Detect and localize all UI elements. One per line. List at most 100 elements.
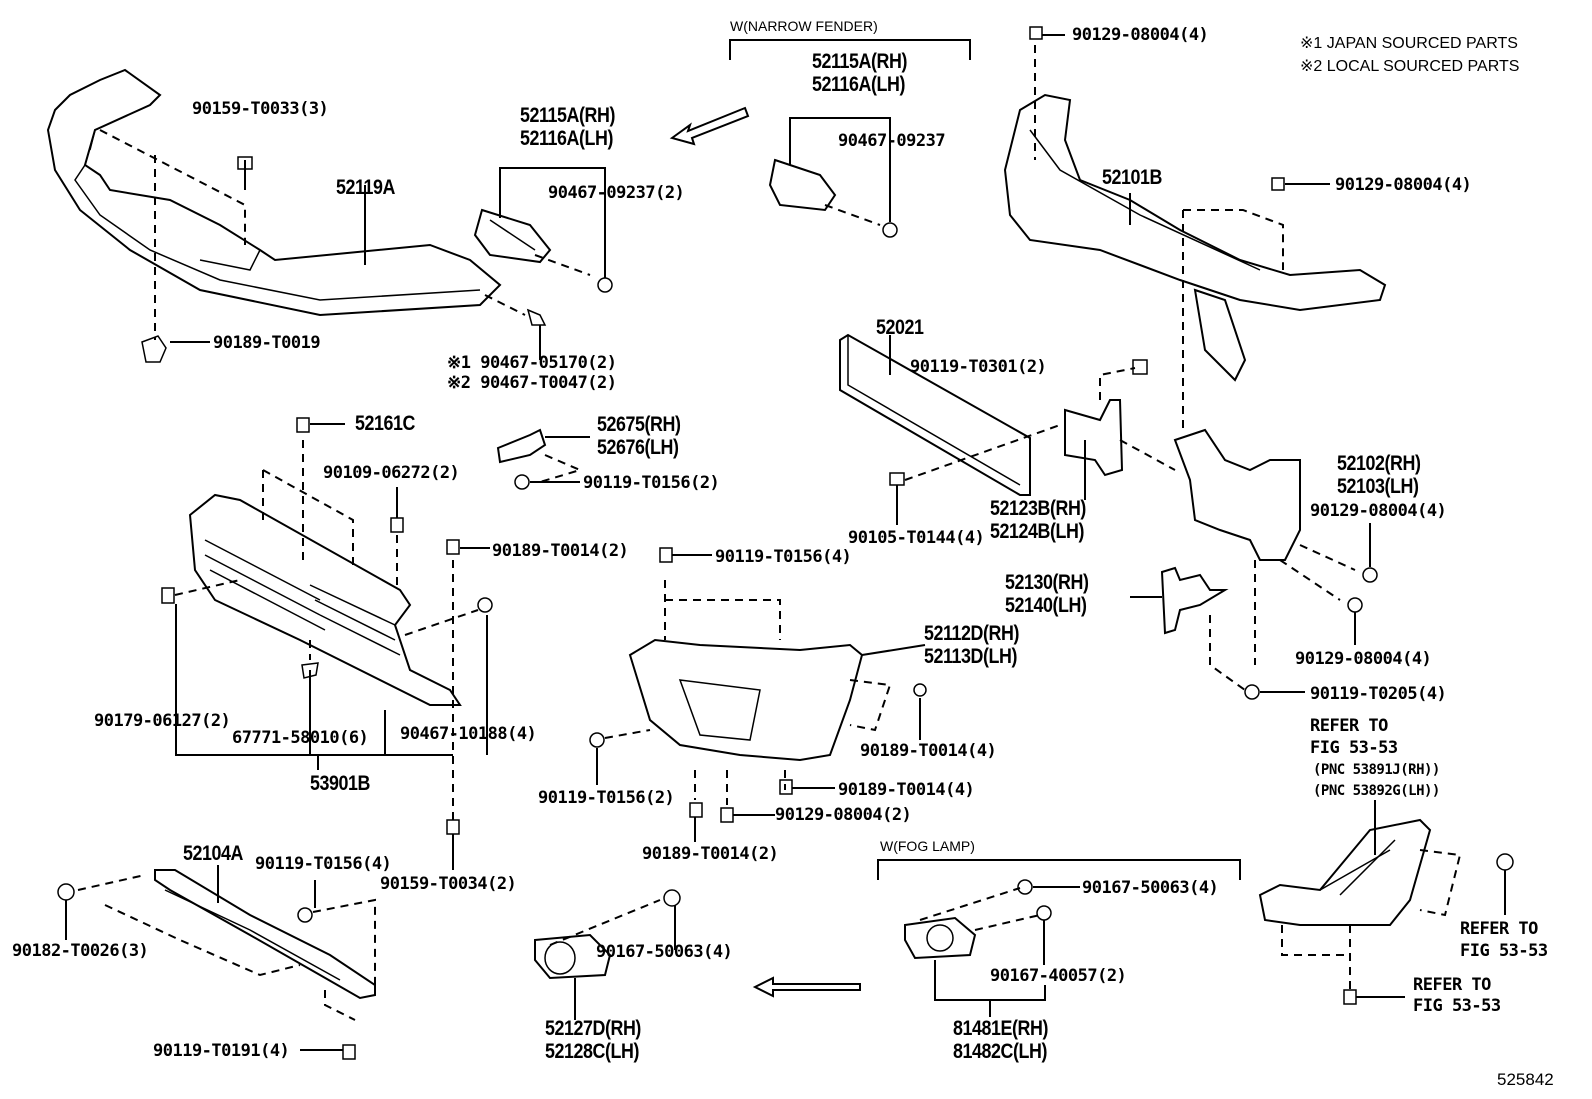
part-label-52123B-rh[interactable]: 52123B(RH) bbox=[990, 497, 1086, 520]
part-label-90109-06272[interactable]: 90109-06272(2) bbox=[323, 463, 460, 483]
screw-icon bbox=[1017, 879, 1033, 895]
part-label-52119A[interactable]: 52119A bbox=[336, 176, 395, 199]
pnc-lh: (PNC 53892G(LH)) bbox=[1313, 783, 1440, 799]
bracket-52675[interactable] bbox=[496, 428, 547, 464]
part-label-90119-T0156-2b[interactable]: 90119-T0156(2) bbox=[538, 788, 675, 808]
clip-icon bbox=[446, 539, 460, 555]
screw-icon bbox=[882, 222, 898, 238]
bracket-52130[interactable] bbox=[1160, 566, 1229, 635]
part-label-81482C-lh[interactable]: 81482C(LH) bbox=[953, 1040, 1047, 1063]
reference-figure[interactable]: FIG 53-53 bbox=[1460, 941, 1548, 961]
part-label-90129-08004-r2[interactable]: 90129-08004(4) bbox=[1295, 649, 1432, 669]
part-label-52021[interactable]: 52021 bbox=[876, 316, 924, 339]
part-label-52140-lh[interactable]: 52140(LH) bbox=[1005, 594, 1087, 617]
part-label-90119-T0156-4b[interactable]: 90119-T0156(4) bbox=[255, 854, 392, 874]
part-label-90159-T0033[interactable]: 90159-T0033(3) bbox=[192, 99, 329, 119]
bolt-icon bbox=[659, 547, 673, 563]
part-label-90189-T0014-4b[interactable]: 90189-T0014(4) bbox=[838, 780, 975, 800]
part-label-52115A-rh[interactable]: 52115A(RH) bbox=[520, 104, 615, 127]
part-label-90167-50063-a[interactable]: 90167-50063(4) bbox=[596, 942, 733, 962]
part-label-90167-50063-b[interactable]: 90167-50063(4) bbox=[1082, 878, 1219, 898]
reference-figure[interactable]: FIG 53-53 bbox=[1413, 996, 1501, 1016]
screw-icon bbox=[663, 889, 681, 907]
reference-text[interactable]: REFER TO bbox=[1460, 919, 1538, 939]
part-label-81481E-rh[interactable]: 81481E(RH) bbox=[953, 1017, 1048, 1040]
part-label-52116A-lh-narrow[interactable]: 52116A(LH) bbox=[812, 73, 905, 96]
bracket-52102[interactable] bbox=[1173, 428, 1301, 561]
grille-53901B[interactable] bbox=[188, 493, 462, 706]
part-label-52127D-rh[interactable]: 52127D(RH) bbox=[545, 1017, 641, 1040]
part-label-90119-T0205[interactable]: 90119-T0205(4) bbox=[1310, 684, 1447, 704]
part-label-90467-09237-2[interactable]: 90467-09237(2) bbox=[548, 183, 685, 203]
part-label-90129-08004-r1[interactable]: 90129-08004(4) bbox=[1310, 501, 1447, 521]
part-label-90119-T0301[interactable]: 90119-T0301(2) bbox=[910, 357, 1047, 377]
part-label-52103-lh[interactable]: 52103(LH) bbox=[1337, 475, 1419, 498]
part-label-90189-T0014-2a[interactable]: 90189-T0014(2) bbox=[492, 541, 629, 561]
clip-icon bbox=[161, 587, 175, 604]
mudguard-right[interactable] bbox=[1258, 818, 1432, 926]
reference-text[interactable]: REFER TO bbox=[1310, 716, 1388, 736]
part-label-52675-rh[interactable]: 52675(RH) bbox=[597, 413, 681, 436]
part-label-90119-T0156-2a[interactable]: 90119-T0156(2) bbox=[583, 473, 720, 493]
part-label-52676-lh[interactable]: 52676(LH) bbox=[597, 436, 679, 459]
reference-figure[interactable]: FIG 53-53 bbox=[1310, 738, 1398, 758]
bracket-52115A-left[interactable] bbox=[473, 208, 552, 264]
part-label-90467-T0047[interactable]: ※2 90467-T0047(2) bbox=[447, 373, 617, 393]
part-label-52130-rh[interactable]: 52130(RH) bbox=[1005, 571, 1089, 594]
part-label-52102-rh[interactable]: 52102(RH) bbox=[1337, 452, 1421, 475]
bracket-52115A-right[interactable] bbox=[768, 158, 837, 212]
bolt-icon bbox=[237, 156, 253, 188]
part-label-52124B-lh[interactable]: 52124B(LH) bbox=[990, 520, 1084, 543]
part-label-52128C-lh[interactable]: 52128C(LH) bbox=[545, 1040, 639, 1063]
part-label-90119-T0156-4a[interactable]: 90119-T0156(4) bbox=[715, 547, 852, 567]
direction-arrow-icon bbox=[752, 976, 861, 998]
bolt-icon bbox=[720, 807, 734, 823]
part-label-67771-58010[interactable]: 67771-58010(6) bbox=[232, 728, 369, 748]
part-label-90189-T0014-4a[interactable]: 90189-T0014(4) bbox=[860, 741, 997, 761]
part-label-53901B[interactable]: 53901B bbox=[310, 772, 370, 795]
part-label-52161C[interactable]: 52161C bbox=[355, 412, 415, 435]
part-label-90467-09237[interactable]: 90467-09237 bbox=[838, 131, 946, 151]
part-label-90189-T0019[interactable]: 90189-T0019 bbox=[213, 333, 321, 353]
fog-lamp-81481E[interactable] bbox=[904, 916, 977, 960]
part-label-90129-08004-top[interactable]: 90129-08004(4) bbox=[1072, 25, 1209, 45]
part-label-52116A-lh[interactable]: 52116A(LH) bbox=[520, 127, 613, 150]
figure-id: 525842 bbox=[1497, 1070, 1554, 1089]
part-label-90129-08004-2[interactable]: 90129-08004(2) bbox=[775, 805, 912, 825]
part-label-52101B[interactable]: 52101B bbox=[1102, 166, 1162, 189]
fog-lamp-cover-52127D[interactable] bbox=[534, 933, 612, 980]
legend-text: JAPAN SOURCED PARTS bbox=[1326, 35, 1518, 52]
bolt-icon bbox=[1132, 359, 1148, 375]
bolt-icon bbox=[514, 474, 530, 490]
clip-icon bbox=[689, 802, 703, 818]
bumper-cover-52119A[interactable] bbox=[46, 68, 502, 317]
screw-icon bbox=[597, 277, 613, 293]
part-label-90189-T0014-2b[interactable]: 90189-T0014(2) bbox=[642, 844, 779, 864]
radiator-support-52101B[interactable] bbox=[1003, 93, 1387, 382]
legend-mark: ※2 bbox=[1300, 58, 1323, 75]
part-label-90467-10188[interactable]: 90467-10188(4) bbox=[400, 724, 537, 744]
nut-icon bbox=[57, 883, 75, 901]
part-label-90105-T0144[interactable]: 90105-T0144(4) bbox=[848, 528, 985, 548]
bolt-icon bbox=[1029, 26, 1043, 40]
part-label-90167-40057[interactable]: 90167-40057(2) bbox=[990, 966, 1127, 986]
reinforcement-52104A[interactable] bbox=[154, 869, 376, 1000]
bolt-icon bbox=[390, 517, 404, 533]
part-label-90129-08004-mid[interactable]: 90129-08004(4) bbox=[1335, 175, 1472, 195]
part-label-90159-T0034[interactable]: 90159-T0034(2) bbox=[380, 874, 517, 894]
part-label-52112D-rh[interactable]: 52112D(RH) bbox=[924, 622, 1019, 645]
bolt-icon bbox=[297, 907, 313, 923]
reference-text[interactable]: REFER TO bbox=[1413, 975, 1491, 995]
part-label-90182-T0026[interactable]: 90182-T0026(3) bbox=[12, 941, 149, 961]
part-label-90119-T0191[interactable]: 90119-T0191(4) bbox=[153, 1041, 290, 1061]
bolt-icon bbox=[1271, 177, 1285, 191]
bumper-extension-52112D[interactable] bbox=[628, 638, 864, 762]
part-label-52115A-rh-narrow[interactable]: 52115A(RH) bbox=[812, 50, 907, 73]
license-plate-bracket-52021[interactable] bbox=[839, 333, 1031, 496]
bracket-52123B[interactable] bbox=[1064, 399, 1124, 477]
part-label-52113D-lh[interactable]: 52113D(LH) bbox=[924, 645, 1017, 668]
part-label-90179-06127[interactable]: 90179-06127(2) bbox=[94, 711, 231, 731]
part-label-90467-05170[interactable]: ※1 90467-05170(2) bbox=[447, 353, 617, 373]
part-label-52104A[interactable]: 52104A bbox=[183, 842, 243, 865]
